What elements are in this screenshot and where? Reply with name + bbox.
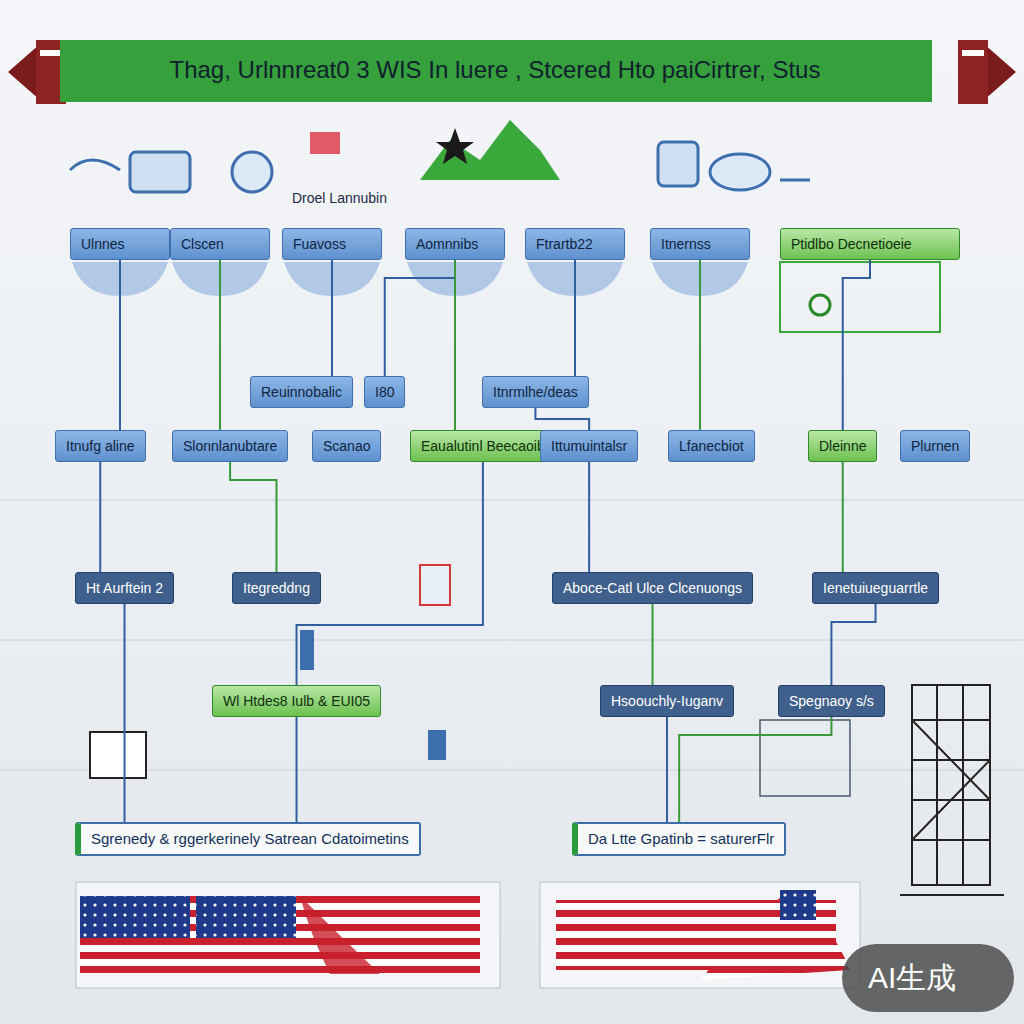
node-label: Ptidlbo Decnetioeie bbox=[791, 236, 912, 252]
process-box: Lfanecbiot bbox=[668, 430, 755, 462]
connector bbox=[99, 462, 101, 572]
node-label: Sgrenedy & rggerkerinely Satrean Cdatoim… bbox=[91, 830, 409, 847]
connector bbox=[574, 260, 576, 376]
connector bbox=[535, 408, 589, 430]
node-label: Ht Aurftein 2 bbox=[86, 580, 163, 596]
process-box: Itnufg aline bbox=[55, 430, 146, 462]
connector bbox=[230, 462, 276, 572]
node-label: Wl Htdes8 Iulb & EUI05 bbox=[223, 693, 370, 709]
node-label: Lfanecbiot bbox=[679, 438, 744, 454]
process-box: Ftrartb22 bbox=[525, 228, 625, 260]
node-label: I80 bbox=[375, 384, 394, 400]
watermark: AI生成 bbox=[868, 958, 956, 999]
connector bbox=[679, 717, 831, 822]
connector bbox=[842, 462, 844, 572]
process-box: Ht Aurftein 2 bbox=[75, 572, 174, 604]
process-box: Ittumuintalsr bbox=[540, 430, 638, 462]
connector bbox=[297, 462, 483, 685]
process-box: Aomnnibs bbox=[405, 228, 505, 260]
node-label: Spegnaoy s/s bbox=[789, 693, 874, 709]
node-label: Slonnlanubtare bbox=[183, 438, 277, 454]
process-box: Itnernss bbox=[650, 228, 750, 260]
node-label: Itnernss bbox=[661, 236, 711, 252]
process-box: Clscen bbox=[170, 228, 270, 260]
process-box: Itegreddng bbox=[232, 572, 321, 604]
process-box: Fuavoss bbox=[282, 228, 382, 260]
node-label: Ulnnes bbox=[81, 236, 125, 252]
process-box: Eaualutinl Beecaoib bbox=[410, 430, 556, 462]
process-box: Ulnnes bbox=[70, 228, 170, 260]
connector bbox=[666, 717, 668, 822]
connector bbox=[843, 260, 870, 430]
node-label: Reuinnobalic bbox=[261, 384, 342, 400]
connector bbox=[119, 260, 121, 430]
node-label: Itnrmlhe/deas bbox=[493, 384, 578, 400]
connector bbox=[296, 717, 298, 822]
connector bbox=[219, 260, 221, 430]
node-label: Ienetuiueguarrtle bbox=[823, 580, 928, 596]
connector bbox=[588, 462, 590, 572]
node-label: Itegreddng bbox=[243, 580, 310, 596]
connector bbox=[124, 604, 126, 822]
process-box: Dleinne bbox=[808, 430, 877, 462]
connector bbox=[385, 260, 455, 376]
process-box: I80 bbox=[364, 376, 405, 408]
node-label: Eaualutinl Beecaoib bbox=[421, 438, 545, 454]
node-label: Fuavoss bbox=[293, 236, 346, 252]
node-label: Scanao bbox=[323, 438, 370, 454]
process-box: Reuinnobalic bbox=[250, 376, 353, 408]
node-label: Da Ltte Gpatinb = saturerFlr bbox=[588, 830, 774, 847]
note-label: Droel Lannubin bbox=[292, 190, 387, 206]
connector bbox=[651, 604, 653, 685]
process-box: Itnrmlhe/deas bbox=[482, 376, 589, 408]
node-label: Hsoouchly-Iuganv bbox=[611, 693, 723, 709]
node-label: Dleinne bbox=[819, 438, 866, 454]
node-label: Ittumuintalsr bbox=[551, 438, 627, 454]
process-box: Hsoouchly-Iuganv bbox=[600, 685, 734, 717]
connector bbox=[331, 260, 333, 376]
connector bbox=[699, 260, 701, 430]
diagram-title: Thag, Urlnnreat0 3 WIS In luere , Stcere… bbox=[62, 44, 928, 96]
node-label: Plurnen bbox=[911, 438, 959, 454]
summary-band: Sgrenedy & rggerkerinely Satrean Cdatoim… bbox=[75, 822, 421, 856]
node-label: Aomnnibs bbox=[416, 236, 478, 252]
node-label: Clscen bbox=[181, 236, 224, 252]
process-box: Spegnaoy s/s bbox=[778, 685, 885, 717]
node-label: Aboce-Catl Ulce Clcenuongs bbox=[563, 580, 742, 596]
process-box: Scanao bbox=[312, 430, 381, 462]
process-box: Wl Htdes8 Iulb & EUI05 bbox=[212, 685, 381, 717]
connector bbox=[831, 604, 875, 685]
process-box: Ienetuiueguarrtle bbox=[812, 572, 939, 604]
summary-band: Da Ltte Gpatinb = saturerFlr bbox=[572, 822, 786, 856]
connector bbox=[454, 260, 456, 430]
process-box: Aboce-Catl Ulce Clcenuongs bbox=[552, 572, 753, 604]
process-box: Ptidlbo Decnetioeie bbox=[780, 228, 960, 260]
node-label: Itnufg aline bbox=[66, 438, 135, 454]
process-box: Plurnen bbox=[900, 430, 970, 462]
process-box: Slonnlanubtare bbox=[172, 430, 288, 462]
node-label: Ftrartb22 bbox=[536, 236, 593, 252]
